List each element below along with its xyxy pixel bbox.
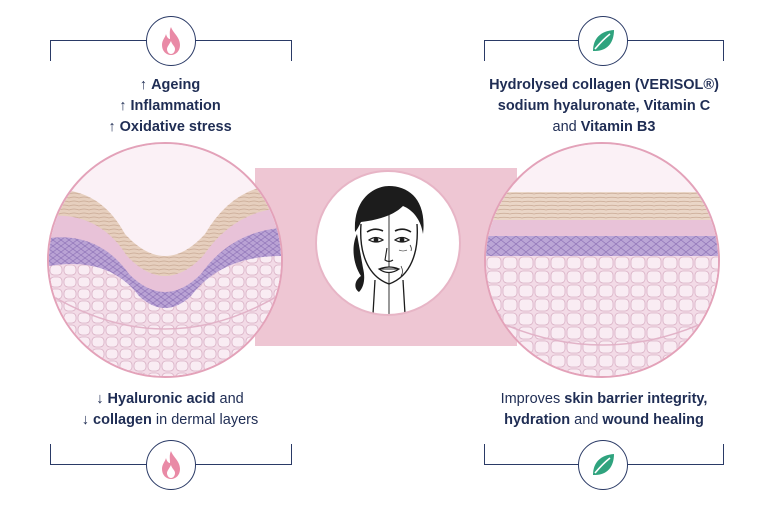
collagen-line: Hydrolysed collagen (VERISOL®) bbox=[489, 77, 719, 93]
hyaluronate-line: sodium hyaluronate, Vitamin C bbox=[497, 98, 711, 114]
bottom-left-text: ↓ Hyaluronic acid and ↓ collagen in derm… bbox=[55, 389, 285, 431]
wound-healing-line: hydration and wound healing bbox=[504, 412, 704, 428]
collagen-dermal-line: ↓ collagen in dermal layers bbox=[81, 412, 259, 428]
hyaluronic-acid-line: ↓ Hyaluronic acid and bbox=[96, 391, 244, 407]
inflammation-line: ↑ Inflammation bbox=[119, 98, 221, 114]
top-left-text: ↑ Ageing ↑ Inflammation ↑ Oxidative stre… bbox=[60, 75, 280, 138]
oxidative-stress-line: ↑ Oxidative stress bbox=[108, 119, 232, 135]
flame-icon bbox=[146, 16, 196, 66]
leaf-icon bbox=[578, 16, 628, 66]
skin-barrier-line: Improves skin barrier integrity, bbox=[500, 391, 708, 407]
healthy-skin-illustration bbox=[484, 142, 720, 378]
face-illustration bbox=[315, 170, 461, 316]
aged-skin-illustration bbox=[47, 142, 283, 378]
ageing-line: ↑ Ageing bbox=[139, 77, 201, 93]
bottom-right-text: Improves skin barrier integrity, hydrati… bbox=[470, 389, 738, 431]
vitamin-b3-line: and Vitamin B3 bbox=[552, 119, 656, 135]
top-right-text: Hydrolysed collagen (VERISOL®) sodium hy… bbox=[460, 75, 748, 138]
flame-icon bbox=[146, 440, 196, 490]
leaf-icon bbox=[578, 440, 628, 490]
